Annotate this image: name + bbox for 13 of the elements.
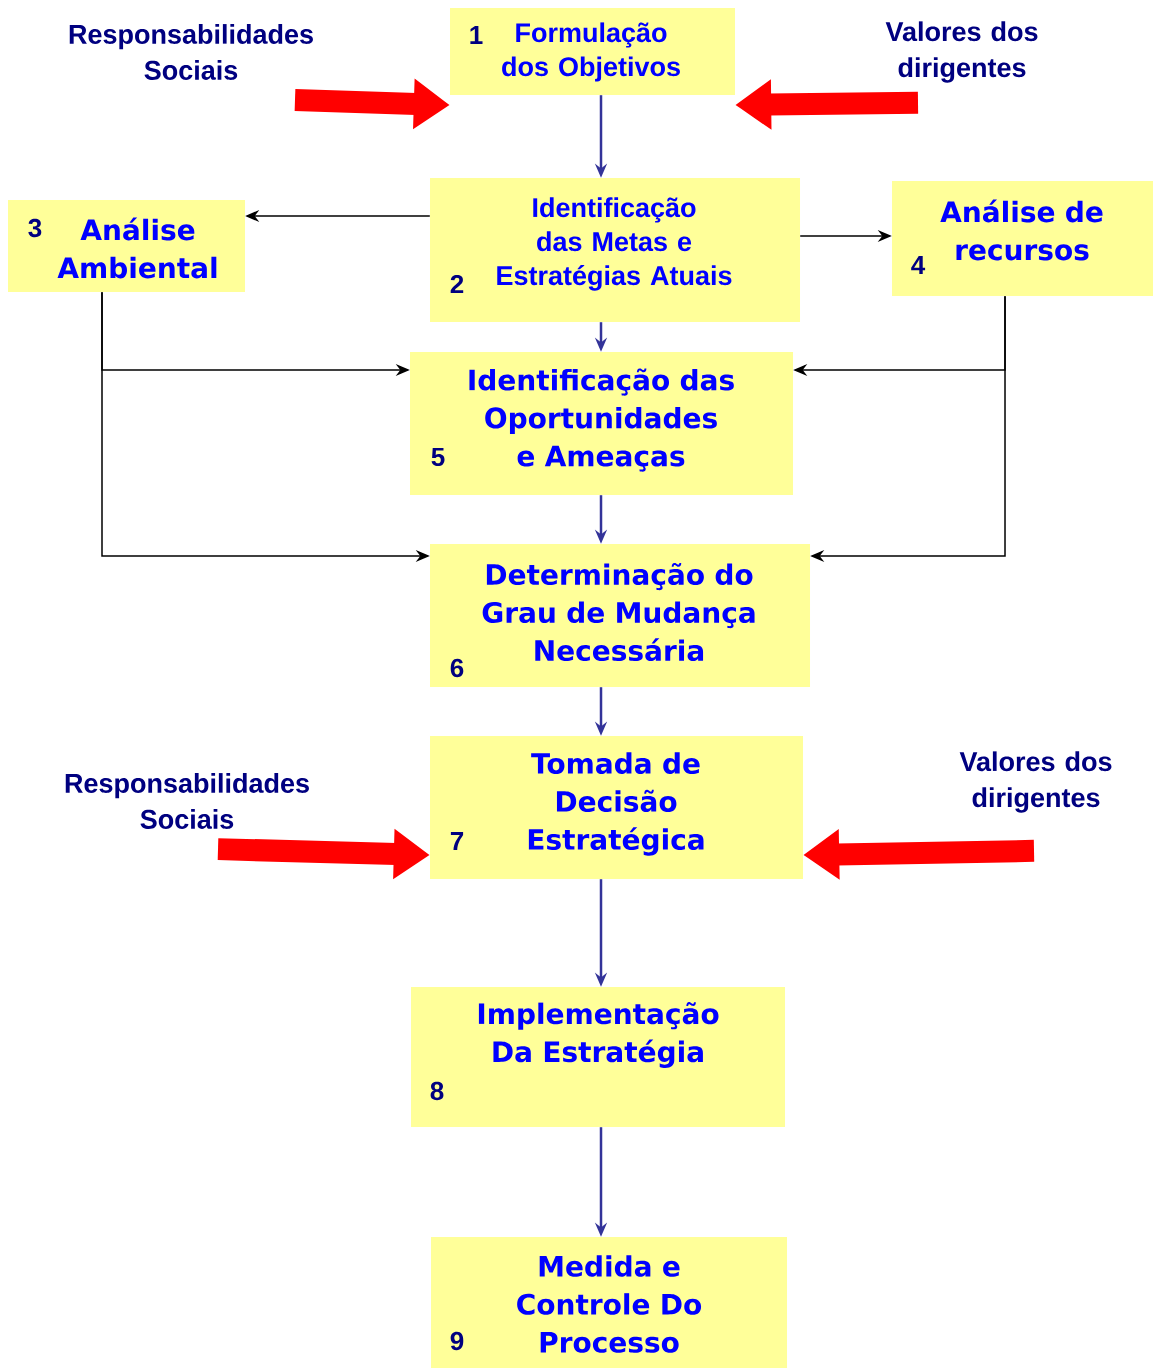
step-number: 6 <box>450 658 464 678</box>
influence-label: Responsabilidades Sociais <box>69 24 313 80</box>
step-number: 4 <box>911 256 926 274</box>
step-number: 2 <box>450 274 464 294</box>
influence-label: Valores dos dirigentes <box>885 21 1038 83</box>
step-number: 5 <box>431 447 445 467</box>
step-number: 8 <box>430 1081 444 1101</box>
step-number: 7 <box>450 832 464 850</box>
step-number: 1 <box>470 26 483 44</box>
step-number: 9 <box>450 1331 464 1351</box>
step-number: 3 <box>28 218 42 238</box>
influence-label: Responsabilidades Sociais <box>65 773 309 829</box>
influence-label: Valores dos dirigentes <box>959 751 1112 813</box>
